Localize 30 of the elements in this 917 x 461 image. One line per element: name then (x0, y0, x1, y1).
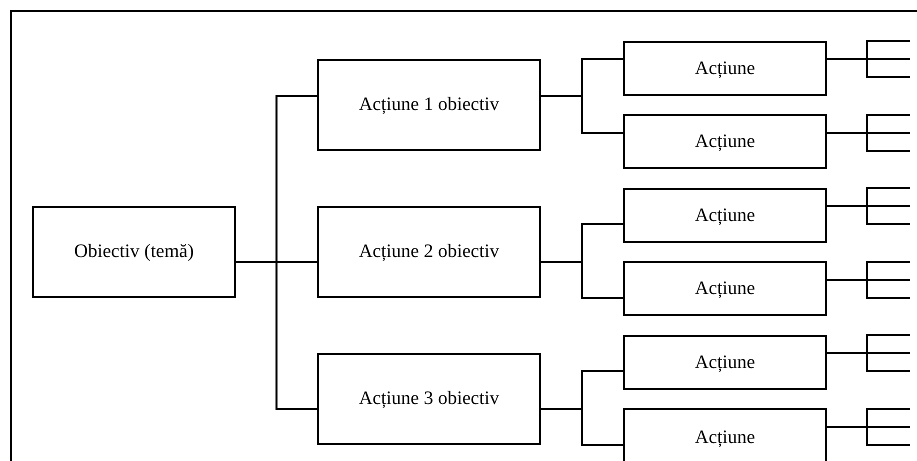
process-box (623, 408, 827, 461)
process-box (317, 59, 541, 151)
connector-line (827, 426, 910, 446)
box-label: Acțiune 2 obiectiv (358, 240, 500, 264)
box-label: Acțiune (694, 204, 756, 228)
connector-line (541, 95, 623, 134)
process-box (317, 353, 541, 445)
connector-line (827, 205, 910, 225)
connector-line (827, 58, 910, 78)
connector-line (827, 132, 910, 152)
connector-line (541, 261, 623, 299)
connector-line (827, 279, 910, 299)
process-box (623, 335, 827, 390)
process-box (623, 114, 827, 169)
connector-line (236, 261, 317, 410)
box-label: Acțiune 3 obiectiv (358, 387, 500, 411)
box-label: Acțiune (694, 276, 756, 300)
box-label: Obiectiv (temă) (73, 240, 195, 264)
connector-line (827, 352, 910, 372)
process-box (623, 41, 827, 96)
connector-line (541, 408, 623, 446)
process-box (317, 206, 541, 298)
box-label: Acțiune (694, 426, 756, 450)
process-box (623, 188, 827, 243)
box-label: Acțiune 1 obiectiv (358, 93, 500, 117)
box-label: Acțiune (694, 350, 756, 374)
process-box (623, 261, 827, 316)
box-label: Acțiune (694, 56, 756, 80)
box-label: Acțiune (694, 130, 756, 154)
process-box (32, 206, 236, 298)
